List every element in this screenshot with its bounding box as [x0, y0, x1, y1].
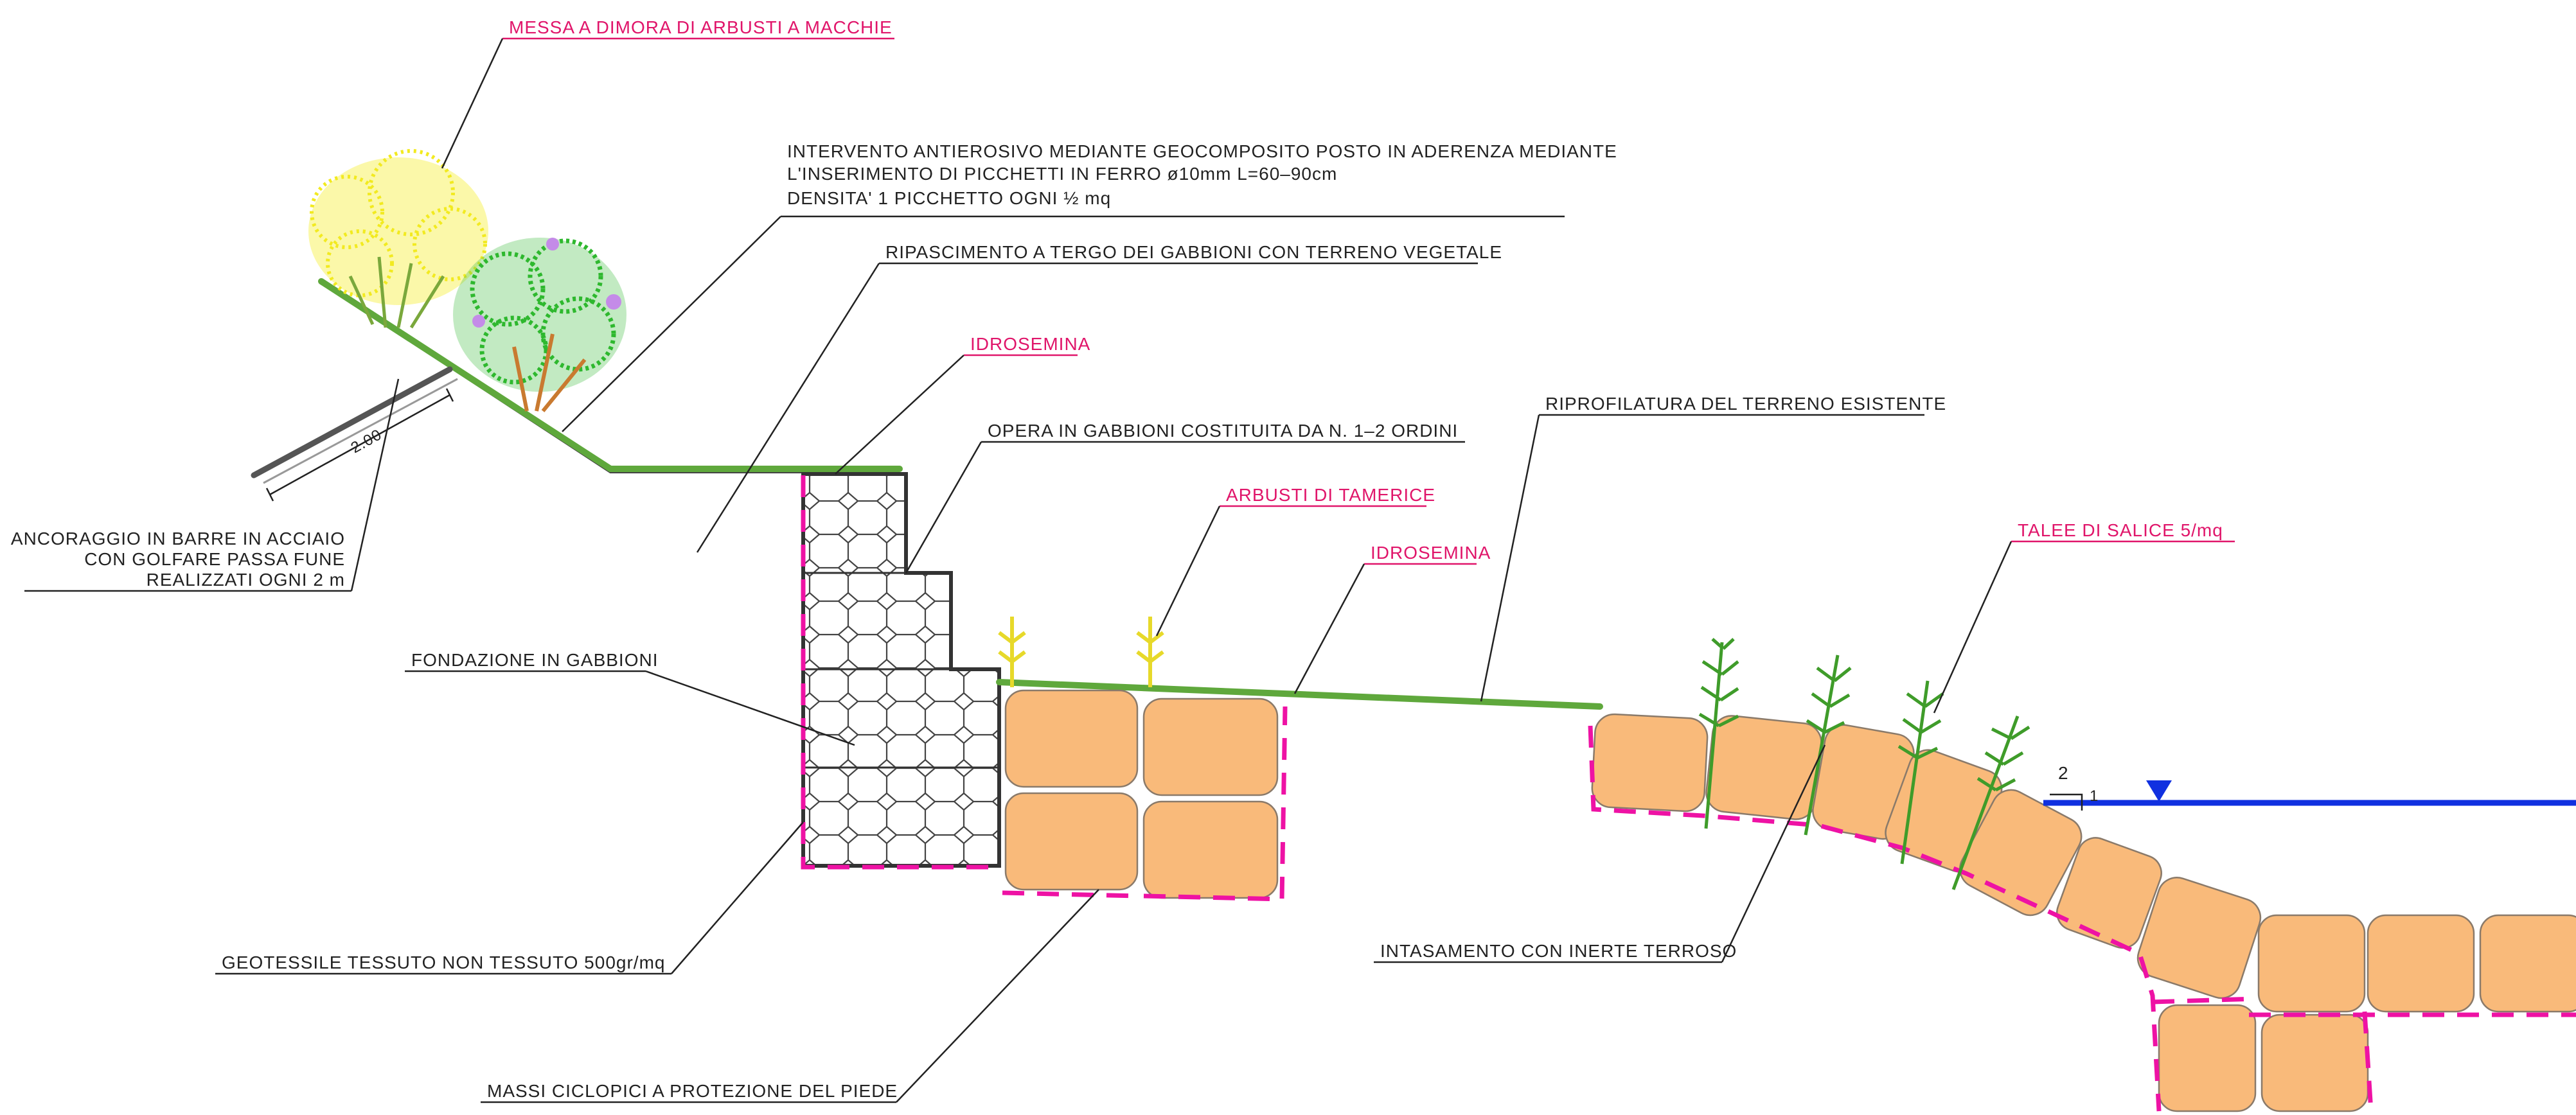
callout-intasamento: INTASAMENTO CON INERTE TERROSO	[1374, 744, 1826, 963]
callout-arbusti-tamerice: ARBUSTI DI TAMERICE	[1155, 485, 1435, 637]
label-riprofilatura: RIPROFILATURA DEL TERRENO ESISTENTE	[1545, 394, 1946, 414]
callout-geotessile: GEOTESSILE TESSUTO NON TESSUTO 500gr/mq	[215, 821, 804, 975]
lower-slope-grass	[996, 679, 1603, 710]
anchor-dimension: 2.00	[348, 426, 385, 457]
callout-opera-gabbioni: OPERA IN GABBIONI COSTITUITA DA N. 1–2 O…	[905, 421, 1465, 574]
callout-riprofilatura: RIPROFILATURA DEL TERRENO ESISTENTE	[1480, 394, 1946, 702]
label-massi-ciclopici: MASSI CICLOPICI A PROTEZIONE DEL PIEDE	[487, 1081, 898, 1101]
label-talee-salice: TALEE DI SALICE 5/mq	[2018, 520, 2223, 540]
cyclopic-rocks-toe	[1002, 689, 1288, 902]
tamarisk-shrub-icon	[998, 617, 1164, 687]
callout-massi-ciclopici: MASSI CICLOPICI A PROTEZIONE DEL PIEDE	[481, 889, 1099, 1103]
label-intervento-line1: INTERVENTO ANTIEROSIVO MEDIANTE GEOCOMPO…	[787, 141, 1617, 161]
rock-revetment	[1588, 713, 2576, 1112]
callout-idrosemina-lower: IDROSEMINA	[1293, 543, 1491, 694]
callout-idrosemina-upper: IDROSEMINA	[835, 334, 1090, 475]
callout-ancoraggio: ANCORAGGIO IN BARRE IN ACCIAIO CON GOLFA…	[11, 378, 400, 592]
gabion-wall	[801, 472, 1001, 870]
callout-messa-a-dimora: MESSA A DIMORA DI ARBUSTI A MACCHIE	[441, 17, 894, 169]
label-idrosemina-lower: IDROSEMINA	[1371, 543, 1491, 563]
label-ripascimento: RIPASCIMENTO A TERGO DEI GABBIONI CON TE…	[885, 242, 1502, 262]
label-idrosemina-upper: IDROSEMINA	[970, 334, 1090, 354]
label-opera-gabbioni: OPERA IN GABBIONI COSTITUITA DA N. 1–2 O…	[988, 421, 1458, 441]
willow-cutting-icon	[1698, 638, 2030, 890]
label-ancoraggio-line3: REALIZZATI OGNI 2 m	[147, 570, 345, 590]
slope-ratio-rise: 1	[2090, 787, 2099, 805]
steel-anchor-bar: 2.00	[251, 366, 458, 502]
callout-talee-salice: TALEE DI SALICE 5/mq	[1933, 520, 2235, 714]
label-ancoraggio-line2: CON GOLFARE PASSA FUNE	[84, 549, 345, 569]
label-geotessile: GEOTESSILE TESSUTO NON TESSUTO 500gr/mq	[222, 953, 665, 972]
label-arbusti-tamerice: ARBUSTI DI TAMERICE	[1226, 485, 1435, 505]
slope-ratio-run: 2	[2058, 763, 2069, 783]
callout-ripascimento: RIPASCIMENTO A TERGO DEI GABBIONI CON TE…	[696, 242, 1502, 553]
label-fondazione: FONDAZIONE IN GABBIONI	[411, 650, 658, 670]
label-ancoraggio-line1: ANCORAGGIO IN BARRE IN ACCIAIO	[11, 529, 345, 549]
label-intervento-line2: L'INSERIMENTO DI PICCHETTI IN FERRO ø10m…	[787, 164, 1337, 184]
label-intervento-line3: DENSITA' 1 PICCHETTO OGNI ½ mq	[787, 188, 1111, 208]
label-intasamento: INTASAMENTO CON INERTE TERROSO	[1380, 941, 1737, 961]
green-shrub-icon	[453, 238, 626, 412]
callout-intervento-antierosivo: INTERVENTO ANTIEROSIVO MEDIANTE GEOCOMPO…	[562, 141, 1617, 432]
water-level: 2 1	[2043, 763, 2576, 811]
callout-fondazione: FONDAZIONE IN GABBIONI	[405, 650, 855, 746]
label-messa-a-dimora: MESSA A DIMORA DI ARBUSTI A MACCHIE	[509, 17, 893, 37]
yellow-shrub-icon	[308, 149, 488, 329]
